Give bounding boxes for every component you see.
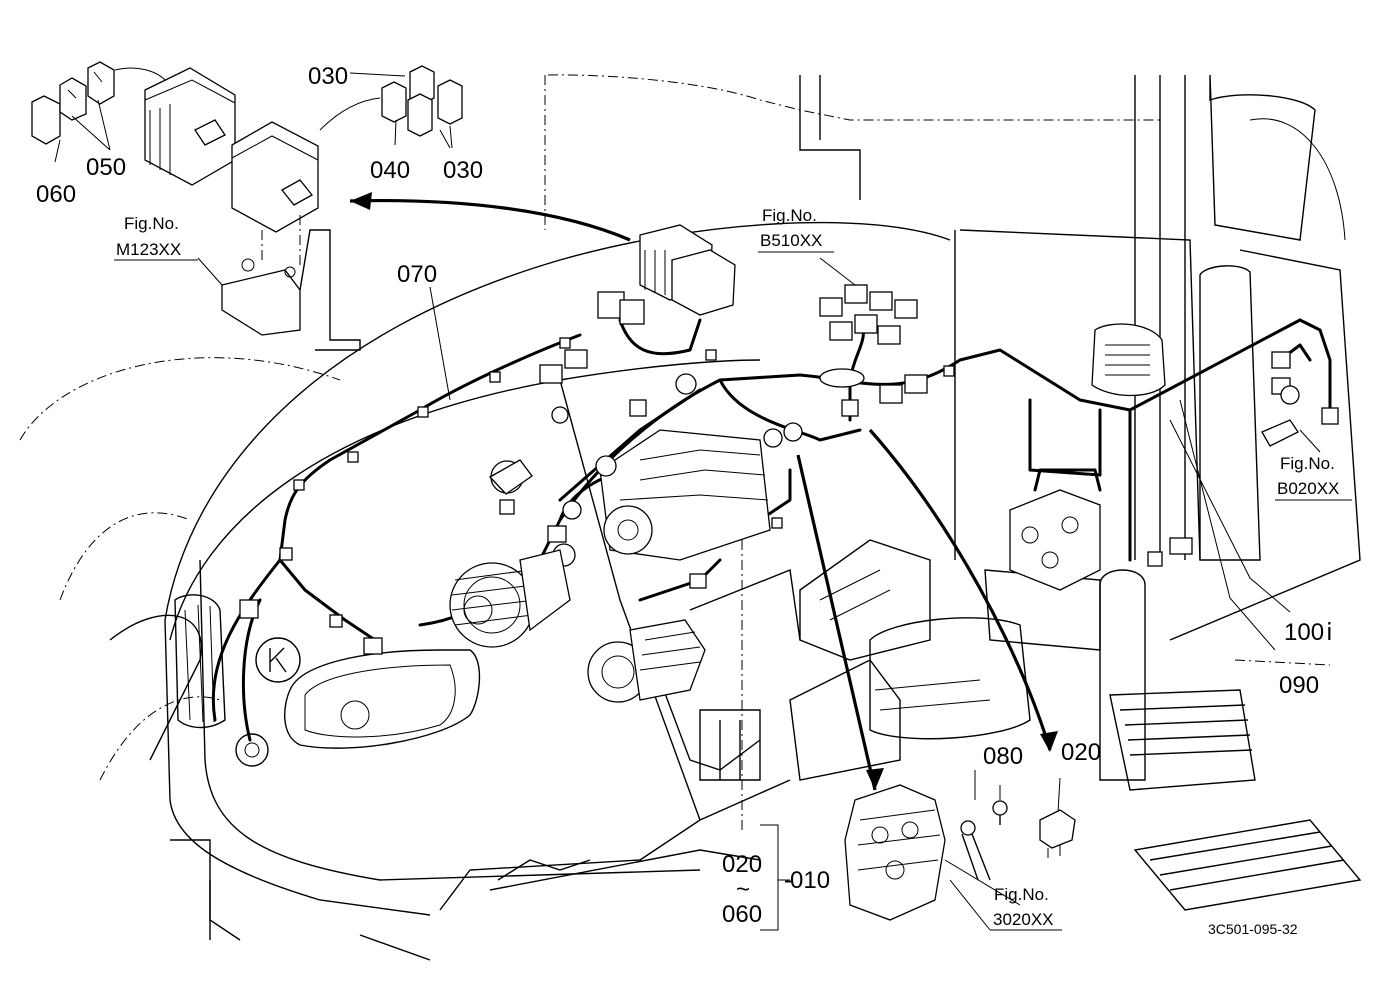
figure-references: Fig.No. M123XX Fig.No. B510XX Fig.No. B0… (114, 206, 1352, 931)
wire-harness (211, 224, 1339, 742)
label-090: 090 (1279, 672, 1319, 699)
label-020-relay: 020 (1061, 739, 1101, 766)
fig-ref-b510-title: Fig.No. (762, 206, 817, 225)
leader-lines (54, 72, 1331, 931)
fig-ref-b510: Fig.No. B510XX (758, 206, 834, 253)
fig-ref-b510-code: B510XX (760, 231, 822, 250)
fig-ref-3020: Fig.No. 3020XX (990, 885, 1062, 931)
fig-ref-b020: Fig.No. B020XX (1275, 454, 1352, 501)
label-040: 040 (370, 157, 410, 184)
arrow-to-020 (868, 428, 1052, 751)
relay-cluster (819, 284, 918, 345)
location-arrow (349, 198, 631, 242)
components (449, 422, 803, 703)
label-range-separator: ~ (736, 876, 750, 903)
alternator (449, 549, 571, 648)
relay-and-terminal-detail (844, 777, 1076, 931)
tractor-line-art (19, 74, 1362, 961)
fig-ref-3020-code: 3020XX (993, 910, 1054, 929)
arrow-to-010 (796, 454, 877, 791)
label-100-tick: ⅰ (1326, 619, 1333, 646)
fuse-inset-left (31, 61, 236, 186)
fig-ref-3020-title: Fig.No. (994, 885, 1049, 904)
label-030-bottom: 030 (443, 157, 483, 184)
label-060-range-end: 060 (722, 901, 762, 928)
label-070: 070 (397, 261, 437, 288)
fig-ref-m123: Fig.No. M123XX (114, 214, 198, 261)
fig-ref-m123-title: Fig.No. (124, 214, 179, 233)
fuse-box-on-machine (597, 224, 736, 325)
label-100: 100 (1284, 619, 1324, 646)
label-060-inset: 060 (36, 181, 76, 208)
fig-ref-m123-code: M123XX (116, 240, 181, 259)
fig-ref-b020-title: Fig.No. (1280, 454, 1335, 473)
label-050: 050 (86, 154, 126, 181)
label-080: 080 (983, 743, 1023, 770)
ac-compressor (587, 619, 706, 703)
label-020-range-start: 020 (722, 851, 762, 878)
label-030-top: 030 (308, 63, 348, 90)
part-labels: 030 050 060 040 030 070 080 020 100 ⅰ 09… (36, 63, 1333, 928)
label-010-dash: - (784, 867, 792, 894)
fuse-inset-right (221, 65, 463, 351)
label-010: 010 (790, 867, 830, 894)
fig-ref-b020-code: B020XX (1277, 479, 1339, 498)
drawing-code: 3C501-095-32 (1208, 921, 1298, 937)
